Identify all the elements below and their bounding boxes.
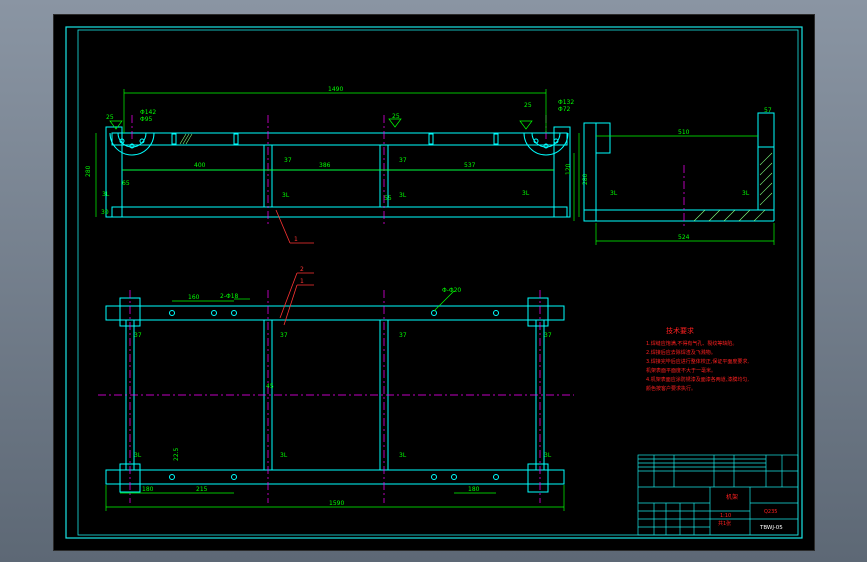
weld-plan-6: 3L (280, 452, 288, 459)
plan-view-dim-text: 160 2-Φ18 Φ-Φ20 180 215 180 1590 45 22.5… (134, 287, 552, 507)
inner-border (77, 29, 799, 536)
front-view-dim-text: 1490 400 386 537 280 280 65 30 55 Φ142 Φ… (85, 86, 589, 216)
title-part-name: 机架 (726, 493, 738, 501)
dim-hole-right-upper: Φ132 (558, 99, 574, 106)
dim-bay3: 537 (464, 162, 476, 169)
weld-side-2: 3L (742, 190, 750, 197)
leader-2-label-top: 2 (300, 266, 304, 273)
dim-bay1: 400 (194, 162, 206, 169)
dim-plan-bottom-left: 180 (142, 486, 154, 493)
leader-2-label-bottom: 1 (300, 278, 304, 285)
roughness-right: 25 (524, 102, 532, 109)
weld-side-1: 3L (610, 190, 618, 197)
weld-plan-4: 37 (544, 332, 552, 339)
tech-req-item-2: 2.焊接后应去除焊渣及飞溅物。 (646, 349, 716, 356)
side-view (583, 112, 775, 222)
side-view-dim-text: 510 524 120 57 3L 3L (565, 107, 772, 241)
dim-plan-center: 45 (266, 383, 274, 390)
outer-border (65, 26, 803, 539)
plan-view-centerlines (98, 290, 574, 503)
tech-req-item-6: 颜色按客户要求执行。 (646, 385, 696, 392)
dim-hole-left-upper: Φ142 (140, 109, 156, 116)
title-material: Q235 (764, 509, 777, 515)
leader-2 (279, 272, 314, 326)
dim-plan-overall: 1590 (329, 500, 344, 507)
weld-plan-1: 37 (134, 332, 142, 339)
title-block (637, 454, 799, 536)
dim-plan-hole-2: Φ-Φ20 (442, 287, 461, 294)
weld-plan-7: 3L (399, 452, 407, 459)
weld-plan-8: 3L (544, 452, 552, 459)
tech-req-item-5: 4.机架表面应涂防锈漆及面漆各两道,漆膜均匀, (646, 376, 749, 383)
weld-front-5: 3L (522, 190, 530, 197)
technical-requirements: 技术要求 1.焊缝应饱满,不得有气孔、裂纹等缺陷。 2.焊接后应去除焊渣及飞溅物… (646, 326, 749, 392)
dim-bay2: 386 (319, 162, 331, 169)
weld-front-1: 37 (284, 157, 292, 164)
dim-plan-bottom-right: 180 (468, 486, 480, 493)
roughness-mid: 25 (392, 113, 400, 120)
dim-center-small: 55 (384, 195, 392, 202)
tech-req-item-4: 机架表面平面度不大于一毫米。 (646, 367, 716, 374)
dim-hole-left-lower: Φ95 (140, 116, 153, 123)
front-view-hatch (179, 133, 193, 145)
side-view-hatch (693, 152, 773, 222)
title-scale: 1:10 (720, 513, 731, 519)
weld-front-3: 3L (282, 192, 290, 199)
dim-plan-bottom-mid: 215 (196, 486, 208, 493)
front-view-dimensions (95, 89, 580, 217)
dim-side-right-height: 120 (565, 163, 572, 175)
weld-front-2: 37 (399, 157, 407, 164)
dim-top-overall: 1490 (328, 86, 343, 93)
tech-req-item-3: 3.焊接完毕后应进行整体校正,保证平面度要求, (646, 358, 749, 365)
cad-drawing-canvas[interactable]: 1490 400 386 537 280 280 65 30 55 Φ142 Φ… (53, 14, 815, 551)
title-drawing-number: TBWJ-05 (759, 525, 783, 531)
dim-plan-small: 22.5 (173, 447, 180, 461)
roughness-left: 25 (106, 114, 114, 121)
weld-plan-2: 37 (280, 332, 288, 339)
dim-hole-right-lower: Φ72 (558, 106, 571, 113)
tech-req-title: 技术要求 (666, 326, 694, 335)
leader-1 (275, 209, 314, 244)
dim-left-small: 65 (122, 180, 130, 187)
leader-1-label: 1 (294, 236, 298, 243)
dim-side-top-right: 57 (764, 107, 772, 114)
dim-right-height: 280 (582, 173, 589, 185)
title-block-text: 机架 Q235 1:10 共1张 (718, 493, 777, 527)
weld-front-4: 3L (399, 192, 407, 199)
dim-plan-hole-1: 2-Φ18 (220, 293, 239, 300)
dim-side-bottom: 524 (678, 234, 690, 241)
dim-left-height: 280 (85, 165, 92, 177)
dim-plan-1: 160 (188, 294, 200, 301)
weld-plan-5: 3L (134, 452, 142, 459)
weld-front-6: 3L (102, 191, 110, 198)
title-sheet: 共1张 (718, 520, 731, 527)
plan-view-dimensions (105, 290, 565, 511)
front-view (105, 126, 571, 218)
dim-side-top: 510 (678, 129, 690, 136)
dim-left-bottom: 30 (101, 209, 109, 216)
side-view-dimensions (573, 135, 775, 245)
weld-plan-3: 37 (399, 332, 407, 339)
tech-req-item-1: 1.焊缝应饱满,不得有气孔、裂纹等缺陷。 (646, 340, 737, 347)
